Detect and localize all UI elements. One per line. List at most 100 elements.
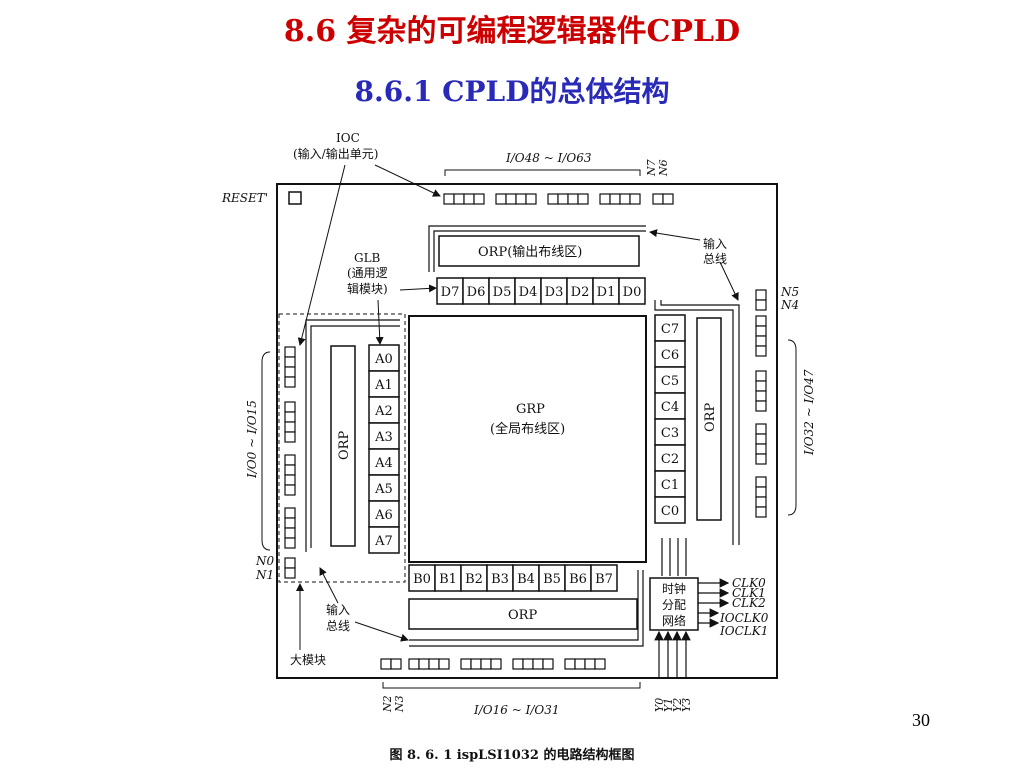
- pin-n5: N5: [780, 285, 799, 299]
- ioc-cell: [438, 658, 450, 670]
- io-left-label: I/O0 ~ I/O15: [245, 400, 259, 479]
- pin-n3: N3: [393, 695, 406, 713]
- glb-block: [566, 277, 594, 305]
- glb-block: [654, 418, 686, 446]
- io-braces: [261, 169, 797, 689]
- glb-block: [462, 277, 490, 305]
- input-bus-label-bottom-2: 总线: [326, 619, 350, 633]
- ioc-cell: [755, 433, 767, 445]
- glb-block-label: B2: [465, 572, 483, 587]
- glb-block: [368, 422, 400, 450]
- ioc-cell: [564, 658, 576, 670]
- orp-top: [438, 235, 640, 267]
- ioc-cell: [460, 658, 472, 670]
- ioc-cell: [547, 193, 559, 205]
- ioc-cell: [755, 299, 767, 311]
- glb-block-label: A5: [374, 482, 393, 497]
- ioc-label: IOC: [336, 131, 360, 145]
- glb-block-label: B1: [439, 572, 457, 587]
- pin-n0: N0: [255, 554, 275, 568]
- ioc-cell: [755, 335, 767, 347]
- glb-block: [654, 496, 686, 524]
- glb-block: [368, 396, 400, 424]
- input-bus-lines: [305, 225, 740, 647]
- orp-left-label: ORP: [337, 431, 352, 460]
- ioc-cell: [473, 193, 485, 205]
- glb-block-label: A0: [374, 352, 393, 367]
- ioc-cell: [284, 557, 296, 569]
- ioc-cell: [755, 453, 767, 465]
- glb-block: [540, 277, 568, 305]
- ioc-cell: [755, 315, 767, 327]
- glb-block: [434, 564, 462, 592]
- glb-block-label: B4: [517, 572, 535, 587]
- ioc-cell: [594, 658, 606, 670]
- clock-network-inputs: [654, 538, 691, 678]
- glb-block-label: C2: [661, 452, 679, 467]
- glb-block-label: C7: [661, 322, 679, 337]
- input-bus-label-top-1: 输入: [703, 236, 727, 251]
- orp-right-label: ORP: [703, 403, 718, 432]
- glb-block-label: C1: [661, 478, 679, 493]
- glb-block: [654, 340, 686, 368]
- ioc-cell: [284, 484, 296, 496]
- glb-block: [488, 277, 516, 305]
- clk1-label: CLK1: [732, 586, 766, 600]
- ioc-cell: [480, 658, 492, 670]
- glb-block: [592, 277, 620, 305]
- ioc-cell: [284, 356, 296, 368]
- glb-block: [368, 344, 400, 372]
- ioc-cell: [284, 474, 296, 486]
- ioc-right-group: [755, 289, 767, 518]
- glb-block: [512, 564, 540, 592]
- glb-block: [654, 444, 686, 472]
- slide-subtitle: 8.6.1 CPLD的总体结构: [354, 75, 670, 108]
- reset-pin: [288, 191, 302, 205]
- ioc-cell: [522, 658, 534, 670]
- orp-left: [330, 345, 356, 547]
- clock-net-3: 网络: [662, 613, 686, 628]
- ioc-cell: [755, 486, 767, 498]
- glb-block: [408, 564, 436, 592]
- ioc-cell: [284, 567, 296, 579]
- reset-label: RESET': [221, 191, 268, 205]
- ioc-cell: [599, 193, 611, 205]
- ioc-cell: [574, 658, 586, 670]
- ioc-cell: [408, 658, 420, 670]
- glb-block: [368, 448, 400, 476]
- grp-block: [408, 315, 647, 563]
- ioc-cell: [755, 476, 767, 488]
- ioc-cell: [284, 527, 296, 539]
- grp-sublabel: (全局布线区): [490, 421, 565, 437]
- ioc-cell: [284, 507, 296, 519]
- glb-block-label: C5: [661, 374, 679, 389]
- glb-block-label: A6: [374, 508, 393, 523]
- ioc-cell: [284, 421, 296, 433]
- ioc-cell: [453, 193, 465, 205]
- glb-block: [590, 564, 618, 592]
- ioc-cell: [284, 517, 296, 529]
- pin-n6: N6: [657, 159, 670, 177]
- glb-block-label: A2: [374, 404, 393, 419]
- ioc-cell: [284, 346, 296, 358]
- pin-y1: Y1: [662, 698, 675, 712]
- clk0-label: CLK0: [732, 576, 766, 590]
- ioclk0-label: IOCLK0: [719, 611, 769, 625]
- big-block-outline: [278, 313, 406, 583]
- ioc-cell: [284, 411, 296, 423]
- ioc-cell: [629, 193, 641, 205]
- ioc-cell: [755, 370, 767, 382]
- ioc-bottom-group: [380, 658, 606, 670]
- chip-outline: [276, 183, 778, 679]
- glb-block-label: B0: [413, 572, 431, 587]
- ioc-cell: [755, 380, 767, 392]
- ioc-cell: [463, 193, 475, 205]
- glb-block-label: B7: [595, 572, 613, 587]
- glb-block-label: C6: [661, 348, 679, 363]
- figure-caption: 图 8. 6. 1 ispLSI1032 的电路结构框图: [389, 748, 635, 763]
- ioc-cell: [755, 423, 767, 435]
